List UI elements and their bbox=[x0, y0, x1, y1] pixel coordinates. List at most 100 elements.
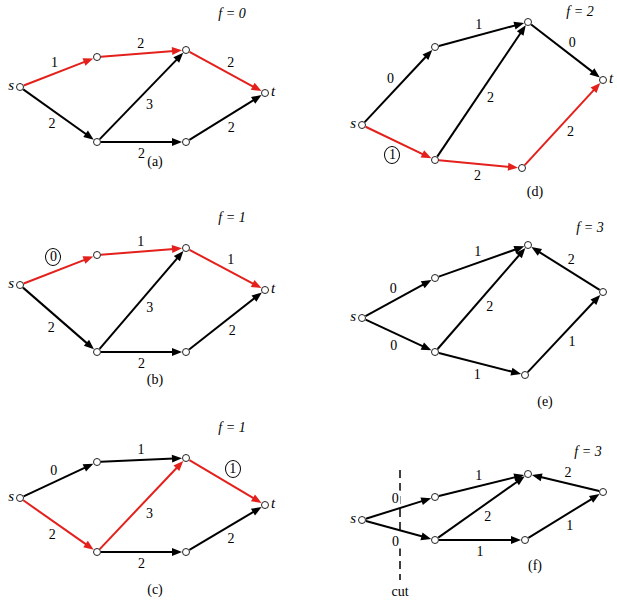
circled-capacity: 1 bbox=[225, 460, 241, 478]
flow-node: s bbox=[16, 494, 24, 502]
arrow-head bbox=[251, 95, 262, 104]
circled-capacity: 0 bbox=[45, 248, 61, 266]
arrow-head bbox=[508, 163, 518, 171]
flow-edge bbox=[528, 295, 601, 372]
flow-edge bbox=[23, 89, 93, 139]
arrow-head bbox=[517, 25, 526, 36]
arrow-head bbox=[423, 50, 433, 60]
flow-edge bbox=[438, 476, 524, 537]
flow-edge bbox=[190, 52, 262, 91]
arrow-head bbox=[421, 280, 432, 288]
arrow-head bbox=[420, 532, 431, 540]
capacity-label: 3 bbox=[144, 505, 155, 520]
capacity-label: 1 bbox=[472, 244, 483, 259]
edge-line bbox=[101, 51, 174, 57]
flow-node: t bbox=[261, 501, 269, 509]
arrow-head bbox=[590, 295, 600, 305]
capacity-label: 2 bbox=[46, 319, 57, 334]
capacity-label: 3 bbox=[144, 96, 155, 111]
edge-line bbox=[190, 52, 255, 87]
edge-line bbox=[100, 467, 178, 549]
arrow-head bbox=[172, 548, 182, 556]
arrow-head bbox=[589, 494, 600, 503]
panel-label: (b) bbox=[145, 372, 165, 388]
capacity-label: 2 bbox=[227, 322, 238, 337]
arrow-head bbox=[531, 247, 542, 256]
flow-node bbox=[431, 348, 439, 356]
flow-node bbox=[93, 138, 101, 146]
flow-node bbox=[431, 274, 439, 282]
flow-node bbox=[599, 288, 607, 296]
flow-node bbox=[524, 470, 532, 478]
arrow-head bbox=[589, 68, 599, 77]
capacity-label: 1 bbox=[473, 16, 484, 31]
flow-node bbox=[182, 138, 190, 146]
cut-label: cut bbox=[389, 584, 410, 600]
panel-label: (c) bbox=[145, 582, 165, 598]
flow-node: s bbox=[16, 83, 24, 91]
flow-node: s bbox=[16, 281, 24, 289]
flow-node: t bbox=[261, 286, 269, 294]
capacity-label: 1 bbox=[567, 334, 578, 349]
source-label: s bbox=[8, 76, 14, 94]
flow-node bbox=[431, 156, 439, 164]
edge-line bbox=[538, 251, 599, 290]
flow-node bbox=[93, 548, 101, 556]
flow-edge bbox=[189, 292, 262, 349]
flow-node bbox=[518, 164, 526, 172]
flow-node bbox=[182, 244, 190, 252]
edge-line bbox=[23, 500, 87, 545]
arrow-head bbox=[251, 83, 262, 91]
flow-edge bbox=[100, 53, 183, 139]
flow-node bbox=[521, 371, 529, 379]
capacity-label: 2 bbox=[472, 167, 483, 182]
capacity-label: 3 bbox=[144, 300, 155, 315]
sink-label: t bbox=[271, 82, 275, 100]
flow-edge bbox=[437, 25, 526, 156]
flow-edge bbox=[100, 461, 183, 549]
flow-node bbox=[93, 458, 101, 466]
capacity-label: 2 bbox=[482, 508, 493, 523]
edge-line bbox=[101, 459, 174, 462]
flow-node bbox=[182, 548, 190, 556]
sink-label: t bbox=[271, 279, 275, 297]
arrow-head bbox=[251, 494, 262, 503]
capacity-label: 2 bbox=[565, 124, 576, 139]
arrow-head bbox=[421, 342, 432, 350]
arrow-head bbox=[172, 47, 182, 55]
sink-label: t bbox=[609, 69, 613, 87]
flow-node bbox=[599, 488, 607, 496]
arrow-head bbox=[532, 473, 543, 481]
edge-line bbox=[531, 24, 593, 72]
edge-line bbox=[100, 59, 178, 140]
flow-edge bbox=[525, 83, 601, 165]
panel-label: (d) bbox=[525, 184, 545, 200]
flow-edge bbox=[366, 280, 432, 316]
capacity-label: 2 bbox=[225, 54, 236, 69]
flow-node: s bbox=[358, 121, 366, 129]
flow-edge bbox=[189, 507, 261, 550]
edge-line bbox=[528, 301, 595, 372]
panel-label: (a) bbox=[145, 154, 165, 170]
edge-line bbox=[439, 160, 510, 167]
flow-node: s bbox=[358, 314, 366, 322]
flow-edge bbox=[189, 460, 261, 503]
arrow-head bbox=[84, 340, 94, 350]
flow-value: f = 3 bbox=[572, 444, 603, 460]
edge-line bbox=[101, 249, 174, 255]
edge-line bbox=[528, 498, 592, 538]
capacity-label: 1 bbox=[473, 467, 484, 482]
capacity-label: 2 bbox=[135, 35, 146, 50]
capacity-label: 0 bbox=[390, 491, 401, 506]
capacity-label: 0 bbox=[567, 35, 578, 50]
flow-value: f = 1 bbox=[216, 210, 247, 226]
arrow-head bbox=[511, 536, 521, 544]
edge-line bbox=[189, 297, 255, 349]
edge-line bbox=[438, 481, 518, 538]
flow-value: f = 2 bbox=[564, 4, 595, 20]
edge-line bbox=[100, 257, 179, 349]
flow-value: f = 3 bbox=[574, 220, 605, 236]
panel-label: (e) bbox=[535, 394, 555, 410]
arrow-head bbox=[172, 455, 182, 463]
